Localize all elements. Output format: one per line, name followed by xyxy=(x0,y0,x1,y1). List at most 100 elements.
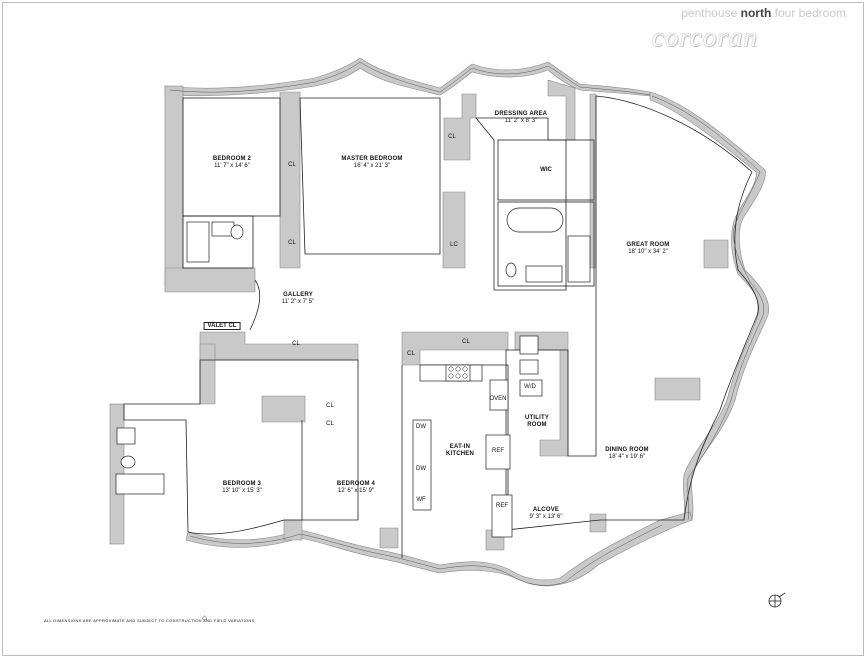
kitchen-north-wall xyxy=(401,331,509,366)
dimensions-disclaimer: ALL DIMENSIONS ARE APPROXIMATE AND SUBJE… xyxy=(44,618,255,623)
gallery-name: GALLERY xyxy=(283,292,313,298)
alcove-dims: 9' 3" x 13' 6" xyxy=(529,514,563,520)
room-outlines xyxy=(123,95,759,558)
closet-label-gallery: CL xyxy=(292,341,300,347)
utility-toilet xyxy=(519,359,539,375)
great-room-west-wall xyxy=(589,93,597,269)
north-arrow-icon xyxy=(768,592,786,608)
south-pier-1 xyxy=(283,519,303,541)
gallery-door xyxy=(249,279,261,331)
bath2-outline xyxy=(182,215,254,269)
fixtures xyxy=(115,207,591,538)
oven-box xyxy=(489,379,509,411)
dressing-name: DRESSING AREA xyxy=(494,111,548,117)
burners xyxy=(448,366,468,379)
bedroom3-wall xyxy=(199,343,216,405)
lc-wall xyxy=(442,191,466,269)
bath3-toilet xyxy=(120,455,136,469)
great-room-name: GREAT ROOM xyxy=(626,242,670,248)
closet-label-bed2-b: CL xyxy=(288,240,296,246)
closet-label-dressing: CL xyxy=(448,134,456,140)
utility-name-2: ROOM xyxy=(527,422,547,428)
master-bath-outline xyxy=(497,201,595,287)
gallery-wall xyxy=(199,331,359,361)
dishwasher-label-a: DW xyxy=(416,424,426,430)
washer-dryer xyxy=(519,379,543,397)
gallery-dims: 11' 2" x 7' 5" xyxy=(281,299,315,305)
window-mullions xyxy=(169,61,765,586)
refrigerator-label: REF xyxy=(492,448,504,454)
dressing-outline xyxy=(475,117,567,291)
bath-block xyxy=(164,267,256,293)
cooktop xyxy=(445,364,471,382)
master-dims: 16' 4" x 21' 3" xyxy=(353,163,391,169)
kitchen-name-1: EAT-IN xyxy=(449,444,471,450)
valet-closet-label: VALET CL xyxy=(203,322,241,330)
east-pier xyxy=(654,377,701,401)
south-wall xyxy=(185,511,693,587)
closet-label-bed4-b: CL xyxy=(326,421,334,427)
equal-housing-icon: ⌂ xyxy=(202,613,207,622)
dressing-wall xyxy=(443,93,477,161)
bathtub xyxy=(506,207,564,233)
utility-sink xyxy=(519,335,539,355)
corcoran-logo: corcoran xyxy=(652,22,758,52)
master-toilet xyxy=(505,262,517,278)
master-shower xyxy=(567,235,591,283)
south-pier-2 xyxy=(379,527,399,549)
oven-label: OVEN xyxy=(489,396,507,402)
alcove-name: ALCOVE xyxy=(532,507,560,513)
closet-label-bed4-a: CL xyxy=(326,403,334,409)
closet-block xyxy=(261,395,306,423)
bedroom2-name: BEDROOM 2 xyxy=(212,156,252,162)
dining-name: DINING ROOM xyxy=(605,447,649,453)
ref-box xyxy=(485,434,511,470)
dining-dims: 18' 4" x 19' 6" xyxy=(608,454,646,460)
bath3-tub xyxy=(115,473,165,495)
alcove-ref-box xyxy=(491,494,513,538)
dressing-dims: 11' 2" x 8' 3" xyxy=(504,118,538,124)
south-pier-4 xyxy=(589,513,607,533)
bedroom3-dims: 13' 10" x 15' 3" xyxy=(222,488,262,494)
bath2-shower xyxy=(186,221,210,263)
linen-closet-label: LC xyxy=(450,242,458,248)
dishwasher-label-b: DW xyxy=(416,466,426,472)
west-wall-upper xyxy=(164,85,184,287)
great-room-dims: 18' 10" x 34' 2" xyxy=(628,249,668,255)
east-mullion xyxy=(651,95,765,521)
south-mullion xyxy=(189,524,663,586)
utility-name-1: UTILITY xyxy=(524,415,550,421)
bath2-sink xyxy=(211,221,235,237)
great-pier xyxy=(703,239,729,269)
wic-label: WIC xyxy=(540,167,552,173)
bedroom3-name: BEDROOM 3 xyxy=(222,481,262,487)
great-dining-outline xyxy=(505,95,759,531)
closet-label-bed2-a: CL xyxy=(288,162,296,168)
plan-title: penthouse north four bedroom xyxy=(681,6,846,20)
alcove-refrigerator-label: REF xyxy=(496,503,508,509)
north-mullion xyxy=(169,61,651,96)
bedroom4-name: BEDROOM 4 xyxy=(336,481,376,487)
bedroom4-dims: 12' 6" x 15' 9" xyxy=(337,488,375,494)
east-wall xyxy=(649,91,770,521)
title-suffix: four bedroom xyxy=(774,6,846,20)
closet-label-kitchen-b: CL xyxy=(462,339,470,345)
master-name: MASTER BEDROOM xyxy=(341,156,403,162)
bath2-toilet xyxy=(230,224,244,240)
dressing-east-wall xyxy=(547,79,576,141)
title-emphasis: north xyxy=(740,6,772,20)
wic-outline xyxy=(497,139,595,201)
